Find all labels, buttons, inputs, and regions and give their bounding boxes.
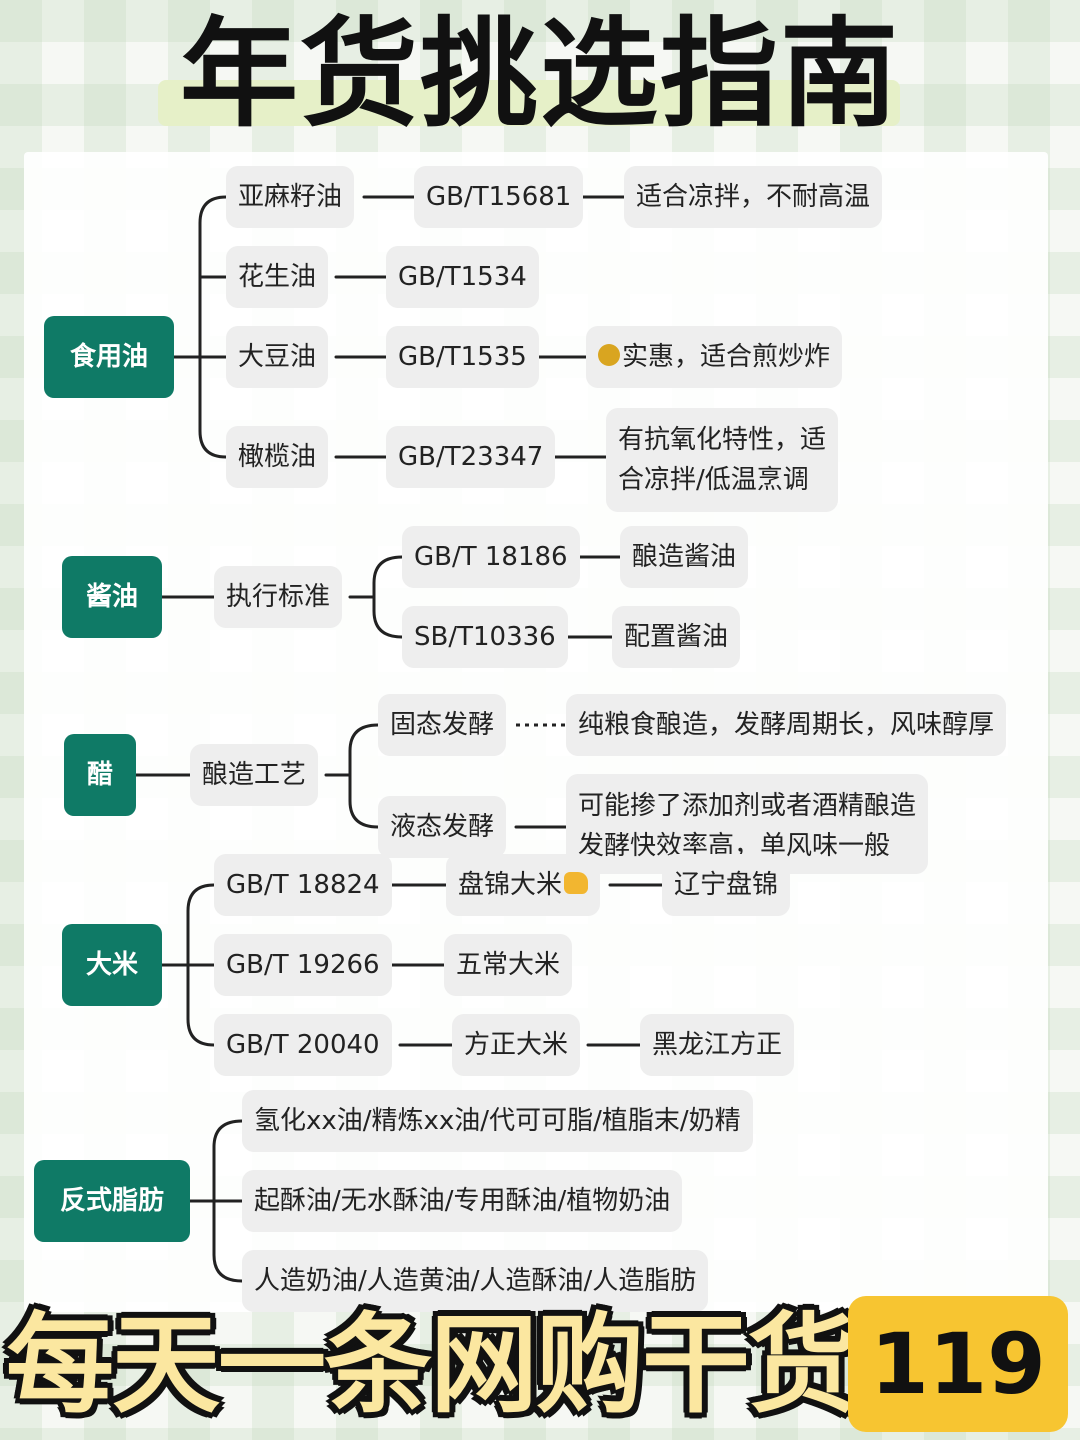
trans-fat-item: 氢化xx油/精炼xx油/代可可脂/植脂末/奶精 — [242, 1090, 753, 1152]
title-highlight — [158, 80, 900, 126]
vinegar-solid-node: 固态发酵 — [378, 694, 507, 756]
category-soy-sauce: 酱油 — [62, 556, 162, 638]
oil-soybean-standard: GB/T1535 — [386, 326, 539, 388]
vinegar-liquid-note: 可能掺了添加剂或者酒精酿造 发酵快效率高，单风味一般 — [566, 774, 929, 874]
category-rice: 大米 — [62, 924, 162, 1006]
trans-fat-item: 起酥油/无水酥油/专用酥油/植物奶油 — [242, 1170, 683, 1232]
oil-olive-note-line1: 有抗氧化特性，适 — [618, 425, 827, 455]
soy-brewed-note: 酿造酱油 — [620, 526, 749, 588]
soy-standard-label: 执行标准 — [214, 566, 343, 628]
oil-olive-node: 橄榄油 — [226, 426, 329, 488]
oil-soybean-node: 大豆油 — [226, 326, 329, 388]
rice-wuchang-standard: GB/T 19266 — [214, 934, 392, 996]
rice-fangzheng-standard: GB/T 20040 — [214, 1014, 392, 1076]
footer-banner: 每天一条网购干货 119 — [0, 1292, 1080, 1440]
vinegar-process-label: 酿造工艺 — [190, 744, 319, 806]
vinegar-liquid-node: 液态发酵 — [378, 796, 507, 858]
soy-brewed-standard: GB/T 18186 — [402, 526, 580, 588]
oil-flaxseed-node: 亚麻籽油 — [226, 166, 355, 228]
oil-soybean-note: 实惠，适合煎炒炸 — [586, 326, 843, 388]
rice-panjin-origin: 辽宁盘锦 — [662, 854, 791, 916]
oil-flaxseed-note: 适合凉拌，不耐高温 — [624, 166, 883, 228]
footer-slogan: 每天一条网购干货 — [6, 1303, 856, 1428]
category-vinegar: 醋 — [64, 734, 136, 816]
rice-fangzheng-origin: 黑龙江方正 — [640, 1014, 795, 1076]
rice-panjin-name: 盘锦大米 — [446, 854, 601, 916]
money-bag-icon — [598, 343, 620, 366]
oil-olive-note-line2: 合凉拌/低温烹调 — [618, 465, 809, 495]
vinegar-liquid-note-line1: 可能掺了添加剂或者酒精酿造 — [578, 791, 917, 821]
vinegar-solid-note: 纯粮食酿造，发酵周期长，风味醇厚 — [566, 694, 1007, 756]
rice-wuchang-name: 五常大米 — [444, 934, 573, 996]
page-title: 年货挑选指南 — [179, 5, 900, 143]
soy-blended-standard: SB/T10336 — [402, 606, 568, 668]
oil-peanut-standard: GB/T1534 — [386, 246, 539, 308]
trans-fat-item: 人造奶油/人造黄油/人造酥油/人造脂肪 — [242, 1250, 709, 1312]
oil-flaxseed-standard: GB/T15681 — [414, 166, 584, 228]
category-edible-oil: 食用油 — [44, 316, 174, 398]
rice-panjin-name-text: 盘锦大米 — [458, 870, 563, 900]
thumbs-up-icon — [564, 871, 589, 894]
soy-blended-note: 配置酱油 — [612, 606, 741, 668]
rice-fangzheng-name: 方正大米 — [452, 1014, 581, 1076]
oil-olive-standard: GB/T23347 — [386, 426, 556, 488]
oil-peanut-node: 花生油 — [226, 246, 329, 308]
oil-soybean-note-text: 实惠，适合煎炒炸 — [622, 342, 831, 372]
oil-olive-note: 有抗氧化特性，适 合凉拌/低温烹调 — [606, 408, 839, 512]
category-trans-fat: 反式脂肪 — [34, 1160, 190, 1242]
title-area: 年货挑选指南 — [0, 0, 1080, 150]
rice-panjin-standard: GB/T 18824 — [214, 854, 392, 916]
issue-number-badge: 119 — [848, 1296, 1068, 1432]
